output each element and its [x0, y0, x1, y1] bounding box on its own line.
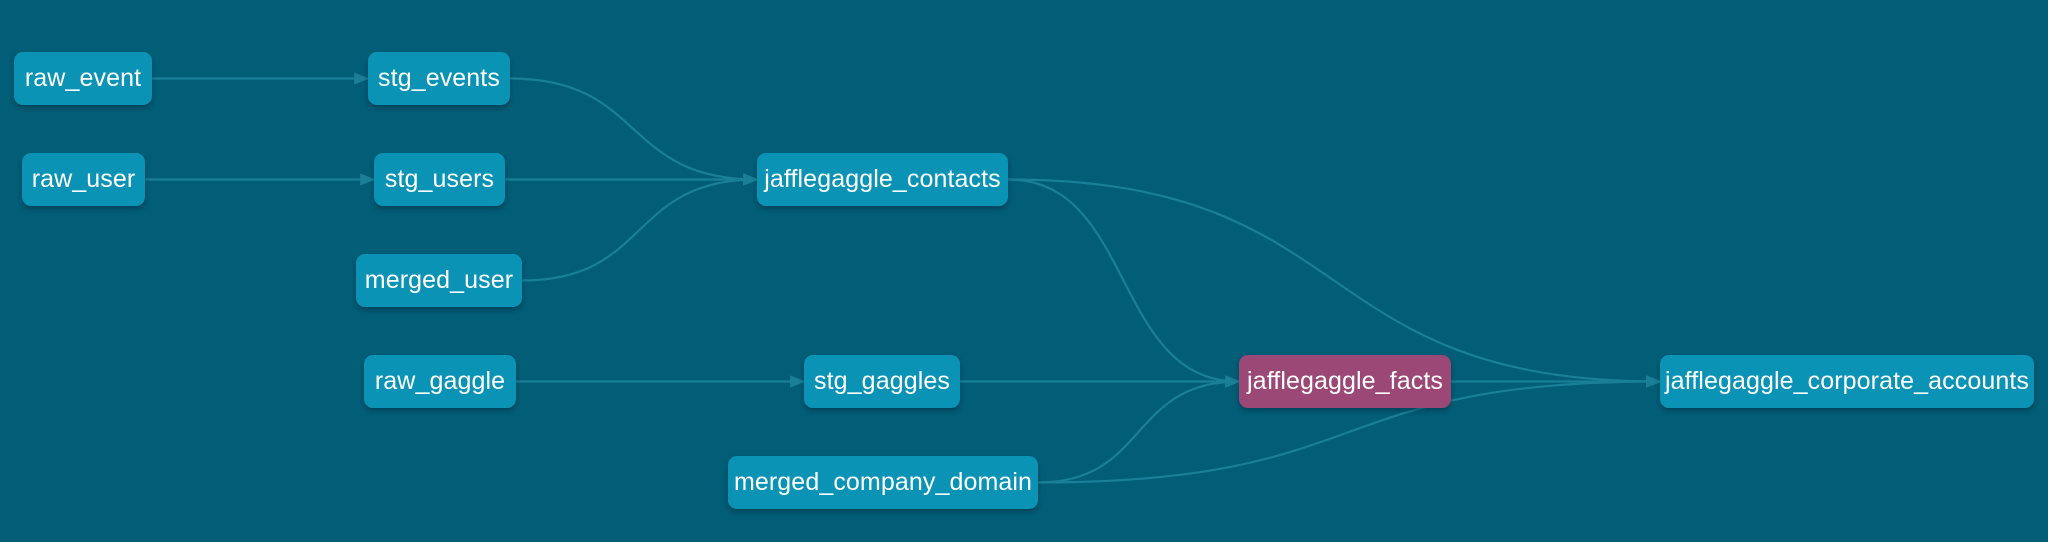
dag-node-jafflegaggle_contacts[interactable]: jafflegaggle_contacts — [757, 153, 1008, 206]
dag-node-label: jafflegaggle_corporate_accounts — [1665, 367, 2030, 395]
dag-node-stg_events[interactable]: stg_events — [368, 52, 510, 105]
dag-node-raw_user[interactable]: raw_user — [22, 153, 145, 206]
dag-node-label: jafflegaggle_contacts — [764, 165, 1001, 193]
dag-node-label: jafflegaggle_facts — [1247, 367, 1443, 395]
dag-node-merged_user[interactable]: merged_user — [356, 254, 522, 307]
dag-node-label: stg_gaggles — [814, 367, 950, 395]
dag-node-label: raw_user — [31, 165, 136, 193]
dag-node-stg_gaggles[interactable]: stg_gaggles — [804, 355, 960, 408]
dag-node-jafflegaggle_facts[interactable]: jafflegaggle_facts — [1239, 355, 1451, 408]
dag-node-label: raw_event — [24, 64, 142, 92]
dag-node-label: stg_events — [378, 64, 500, 92]
dag-node-jafflegaggle_corporate_accounts[interactable]: jafflegaggle_corporate_accounts — [1660, 355, 2034, 408]
dag-node-raw_gaggle[interactable]: raw_gaggle — [364, 355, 516, 408]
dag-node-merged_company_domain[interactable]: merged_company_domain — [728, 456, 1038, 509]
dag-node-stg_users[interactable]: stg_users — [374, 153, 505, 206]
dag-node-label: merged_company_domain — [733, 468, 1033, 496]
dag-node-raw_event[interactable]: raw_event — [14, 52, 152, 105]
dag-node-label: raw_gaggle — [374, 367, 506, 395]
dag-node-label: merged_user — [364, 266, 514, 294]
dag-node-label: stg_users — [384, 165, 495, 193]
